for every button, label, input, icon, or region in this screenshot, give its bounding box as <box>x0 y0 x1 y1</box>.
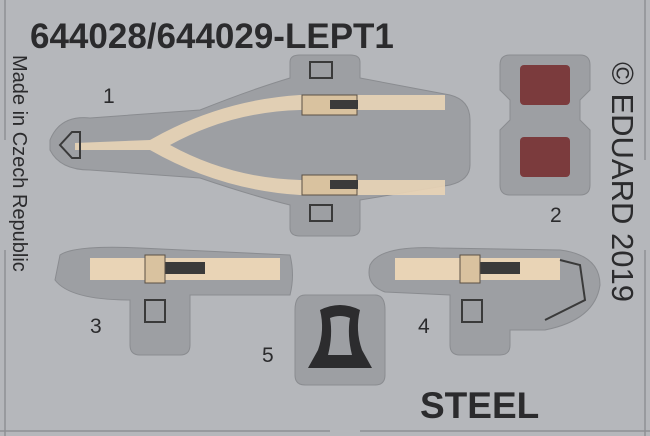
part-1-number: 1 <box>103 85 115 108</box>
part-1-harness <box>49 54 471 237</box>
part-3-number: 3 <box>90 315 102 338</box>
part-4-number: 4 <box>418 315 430 338</box>
part-5-number: 5 <box>262 344 274 367</box>
fret-title: 644028/644029-LEPT1 <box>30 17 394 56</box>
part-3-belt <box>54 246 293 356</box>
part-2-pads <box>499 54 591 196</box>
brand-label: © EDUARD 2019 <box>605 62 640 302</box>
part-4-belt <box>368 247 601 356</box>
part-5-buckle <box>294 294 386 386</box>
origin-label: Made in Czech Republic <box>8 55 30 272</box>
material-label: STEEL <box>420 385 539 426</box>
part-2-number: 2 <box>550 204 562 227</box>
